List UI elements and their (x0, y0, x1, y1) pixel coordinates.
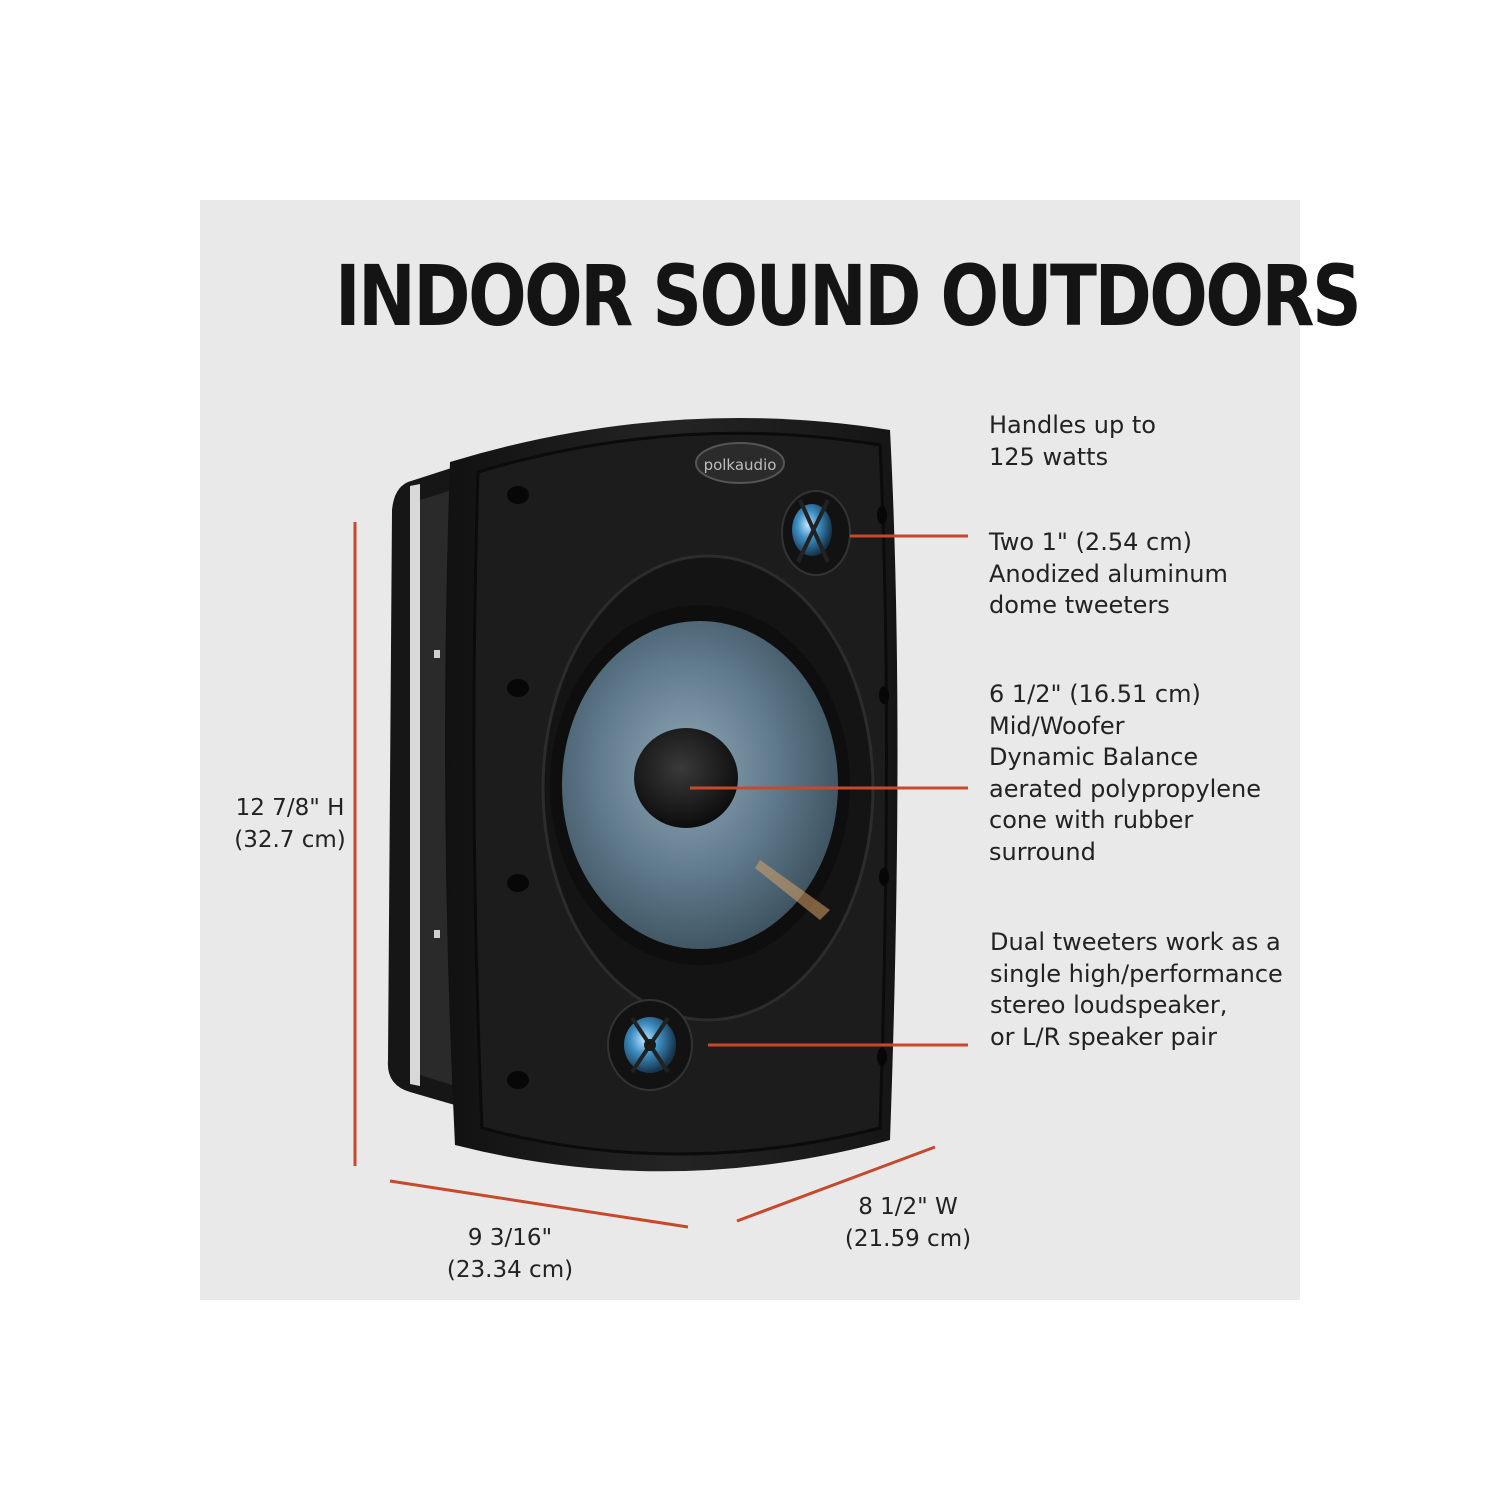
depth-label-line: (23.34 cm) (446, 1257, 574, 1283)
spec-dual-line: single high/performance (990, 959, 1283, 988)
height-label: 12 7/8" H (32.7 cm) (210, 792, 370, 856)
spec-tweeters-line: Two 1" (2.54 cm) (989, 528, 1192, 556)
dimension-lines (353, 522, 936, 1229)
spec-woofer-line: Mid/Woofer (989, 711, 1125, 740)
top-tweeter (781, 490, 851, 576)
height-label-line: (32.7 cm) (234, 827, 346, 853)
spec-woofer-line: 6 1/2" (16.51 cm) (989, 680, 1201, 708)
width-dimension-line (736, 1145, 936, 1223)
height-label-line: 12 7/8" H (235, 795, 345, 821)
spec-tweeters-line: dome tweeters (989, 591, 1170, 619)
spec-woofer-line: cone with rubber (989, 806, 1194, 834)
spec-dual-line: or L/R speaker pair (990, 1022, 1217, 1051)
width-label: 8 1/2" W (21.59 cm) (818, 1191, 998, 1255)
spec-dual-line: stereo loudspeaker, (990, 991, 1228, 1019)
width-label-line: (21.59 cm) (844, 1226, 972, 1252)
callout-lines (690, 534, 968, 1047)
spec-woofer-line: surround (989, 837, 1096, 866)
depth-label: 9 3/16" (23.34 cm) (420, 1222, 600, 1286)
spec-tweeters: Two 1" (2.54 cm) Anodized aluminum dome … (989, 527, 1228, 622)
screw-holes (507, 486, 889, 1089)
spec-tweeters-line: Anodized aluminum (989, 559, 1228, 588)
depth-label-line: 9 3/16" (467, 1225, 553, 1251)
spec-woofer: 6 1/2" (16.51 cm) Mid/Woofer Dynamic Bal… (989, 679, 1261, 868)
depth-dimension-line (389, 1179, 689, 1229)
bottom-tweeter (607, 999, 693, 1091)
spec-woofer-line: Dynamic Balance (989, 743, 1199, 771)
spec-dual-tweeters: Dual tweeters work as a single high/perf… (990, 927, 1283, 1053)
headline: INDOOR SOUND OUTDOORS (335, 247, 1362, 345)
spec-dual-line: Dual tweeters work as a (990, 928, 1281, 956)
brand-logo: polkaudio (695, 442, 785, 484)
width-label-line: 8 1/2" W (858, 1194, 958, 1220)
spec-power: Handles up to 125 watts (989, 410, 1156, 473)
spec-power-line: Handles up to (989, 411, 1156, 439)
spec-power-line: 125 watts (989, 442, 1109, 471)
spec-woofer-line: aerated polypropylene (989, 774, 1261, 803)
svg-text:polkaudio: polkaudio (704, 456, 777, 474)
